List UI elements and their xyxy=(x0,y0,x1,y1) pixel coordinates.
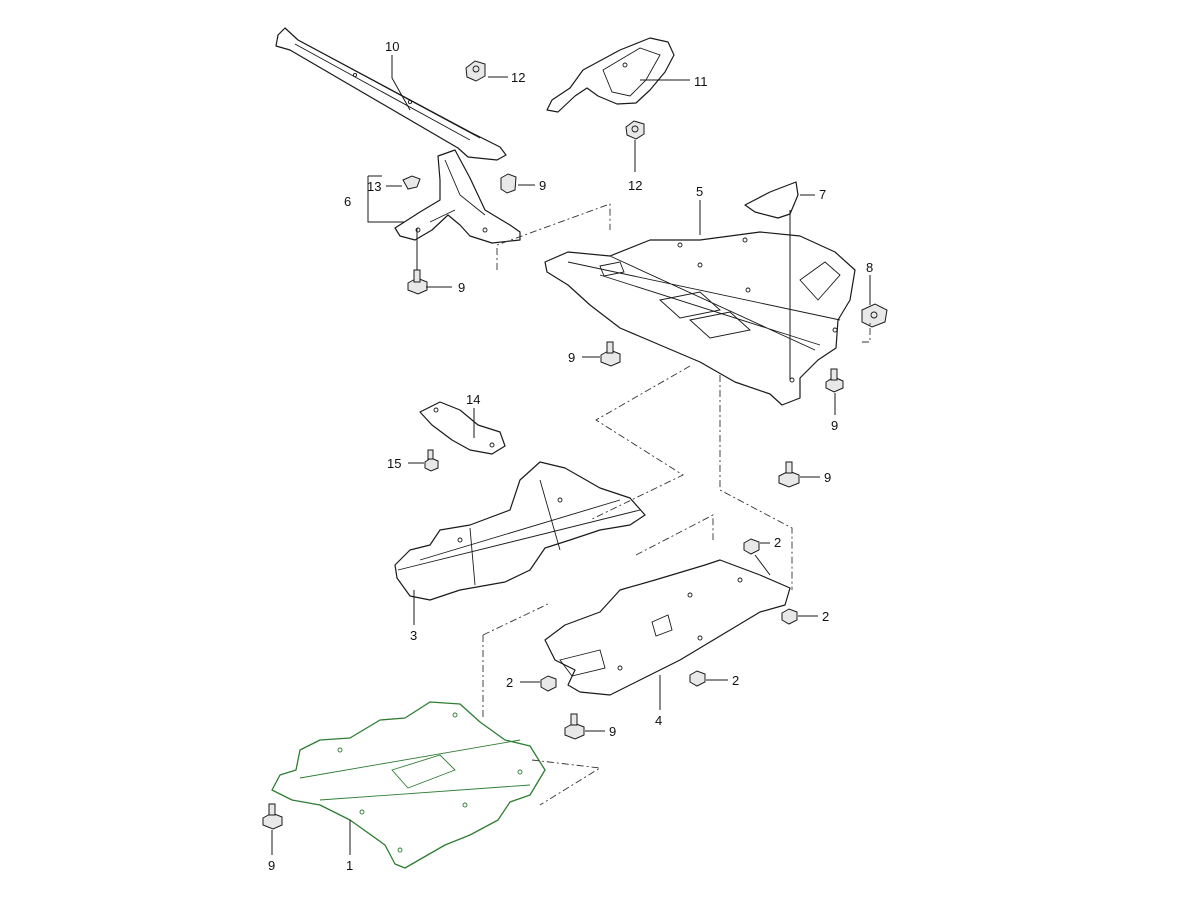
part-9-fastener-g xyxy=(262,803,283,830)
callout-14: 14 xyxy=(466,392,480,407)
part-9-fastener-d xyxy=(825,368,844,393)
callout-2-a: 2 xyxy=(774,535,781,550)
part-9-fastener-c xyxy=(600,341,621,367)
callout-9-f: 9 xyxy=(609,724,616,739)
callout-9-c: 9 xyxy=(568,350,575,365)
part-15-bolt xyxy=(424,449,439,472)
part-7-cover xyxy=(744,181,799,219)
leader-lines xyxy=(271,55,871,855)
part-8-clip-nut xyxy=(861,303,888,328)
callout-6: 6 xyxy=(344,194,351,209)
callout-8: 8 xyxy=(866,260,873,275)
callout-12-top: 12 xyxy=(511,70,525,85)
part-9-fastener-b xyxy=(407,269,428,295)
part-1-front-underbody-panel xyxy=(271,701,546,869)
callout-9-e: 9 xyxy=(824,470,831,485)
callout-4: 4 xyxy=(655,713,662,728)
callout-9-g: 9 xyxy=(268,858,275,873)
callout-labels: 10 12 11 12 13 6 9 9 5 7 8 9 9 14 15 9 3… xyxy=(268,39,873,873)
part-6-bracket-assembly xyxy=(394,149,521,244)
callout-3: 3 xyxy=(410,628,417,643)
part-13-clip xyxy=(402,175,421,190)
part-12-clip-lower xyxy=(625,120,645,140)
part-9-fastener-f xyxy=(564,713,585,740)
part-2-nut-d xyxy=(689,670,706,687)
callout-2-d: 2 xyxy=(732,673,739,688)
callout-10: 10 xyxy=(385,39,399,54)
part-9-fastener-a xyxy=(500,173,517,194)
part-12-clip-top xyxy=(465,60,486,82)
part-5-rear-underbody-panel xyxy=(544,231,856,406)
callout-5: 5 xyxy=(696,184,703,199)
part-4-front-panel xyxy=(544,559,791,696)
callout-1: 1 xyxy=(346,858,353,873)
part-3-center-panel xyxy=(394,461,646,601)
callout-13: 13 xyxy=(367,179,381,194)
part-2-nut-a xyxy=(743,538,760,555)
callout-7: 7 xyxy=(819,187,826,202)
alignment-lines xyxy=(482,203,871,806)
callout-11: 11 xyxy=(694,74,708,89)
callout-12-lower: 12 xyxy=(628,178,642,193)
callout-9-d: 9 xyxy=(831,418,838,433)
callout-9-a: 9 xyxy=(539,178,546,193)
part-10-strut xyxy=(275,27,507,161)
part-2-nut-c xyxy=(540,675,557,692)
callout-2-c: 2 xyxy=(506,675,513,690)
part-2-nut-b xyxy=(781,608,798,625)
part-14-bracket xyxy=(419,401,506,455)
part-11-heat-shield xyxy=(546,37,675,113)
callout-15: 15 xyxy=(387,456,401,471)
callout-9-b: 9 xyxy=(458,280,465,295)
part-9-fastener-e xyxy=(778,461,800,488)
callout-2-b: 2 xyxy=(822,609,829,624)
